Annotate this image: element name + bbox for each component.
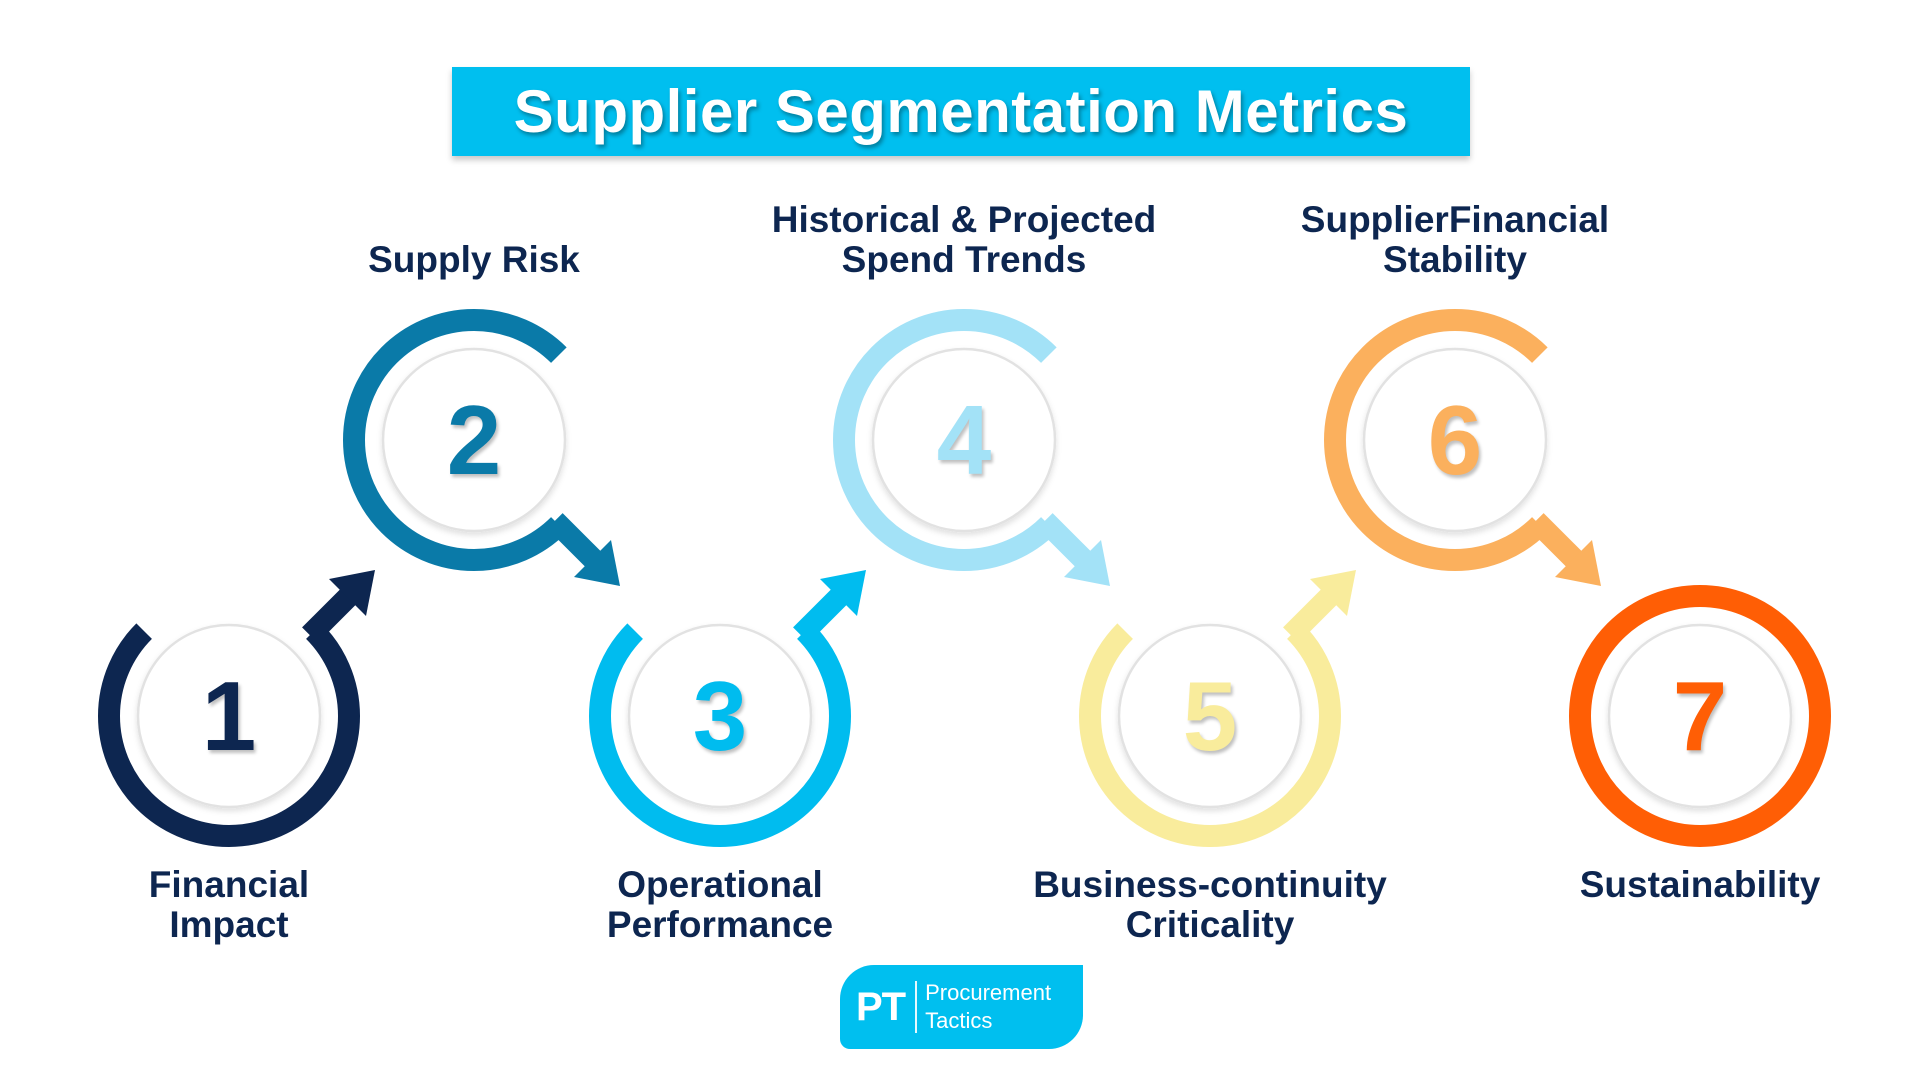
arrow-up-right-icon: [820, 570, 866, 616]
step-ring-5: [1079, 570, 1356, 847]
step-number: 2: [446, 385, 502, 495]
title-banner: Supplier Segmentation Metrics: [452, 67, 1470, 156]
inner-circle: [1607, 623, 1793, 809]
step-number: 4: [936, 385, 992, 495]
step-label-line: Supply Risk: [368, 239, 580, 280]
step-label-line: Sustainability: [1579, 864, 1821, 905]
arrow-down-right-icon: [1555, 540, 1601, 586]
step-label-line: Historical & Projected: [771, 199, 1157, 240]
ring-arc: [589, 623, 851, 847]
ring-arc: [833, 309, 1057, 571]
inner-circle: [871, 347, 1057, 533]
inner-circle: [136, 623, 322, 809]
arrow-up-right-icon: [329, 570, 375, 616]
step-label-line: Operational: [617, 864, 823, 905]
ring-arc: [1569, 585, 1831, 847]
logo-divider: [915, 981, 918, 1033]
step-number: 7: [1672, 661, 1728, 771]
step-ring-7: [1569, 585, 1831, 847]
step-label-line: SupplierFinancial: [1300, 199, 1610, 240]
arrow-down-right-icon: [574, 540, 620, 586]
step-label-line: Performance: [606, 904, 834, 945]
step-label-line: Impact: [169, 904, 289, 945]
step-label: Supply Risk: [264, 240, 684, 280]
step-number: 3: [692, 661, 748, 771]
step-label-line: Financial: [148, 864, 310, 905]
page-title: Supplier Segmentation Metrics: [513, 78, 1409, 145]
ring-arc: [1079, 623, 1341, 847]
logo-line-2: Tactics: [925, 1008, 993, 1033]
logo-initials: PT: [856, 984, 906, 1029]
ring-arc: [1324, 309, 1548, 571]
step-number: 6: [1427, 385, 1483, 495]
procurement-tactics-logo: PT Procurement Tactics: [840, 965, 1083, 1049]
step-ring-3: [589, 570, 866, 847]
step-ring-2: [343, 309, 620, 586]
ring-arc: [343, 309, 567, 571]
step-ring-1: [98, 570, 375, 847]
step-rings: [98, 309, 1831, 847]
inner-circle: [627, 623, 813, 809]
ring-arc: [98, 623, 360, 847]
arrow-up-right-icon: [1310, 570, 1356, 616]
logo-wordmark: Procurement Tactics: [925, 979, 1051, 1035]
arrow-down-right-icon: [1064, 540, 1110, 586]
step-number: 1: [201, 661, 257, 771]
step-label-line: Spend Trends: [841, 239, 1087, 280]
step-label-line: Stability: [1383, 239, 1527, 280]
step-label-line: Business-continuity: [1033, 864, 1387, 905]
logo-line-1: Procurement: [925, 980, 1052, 1005]
step-ring-6: [1324, 309, 1601, 586]
step-number: 5: [1182, 661, 1238, 771]
inner-circle: [381, 347, 567, 533]
inner-circle: [1362, 347, 1548, 533]
step-ring-4: [833, 309, 1110, 586]
step-label: Sustainability: [1490, 865, 1910, 905]
inner-circle: [1117, 623, 1303, 809]
step-label-line: Criticality: [1125, 904, 1295, 945]
